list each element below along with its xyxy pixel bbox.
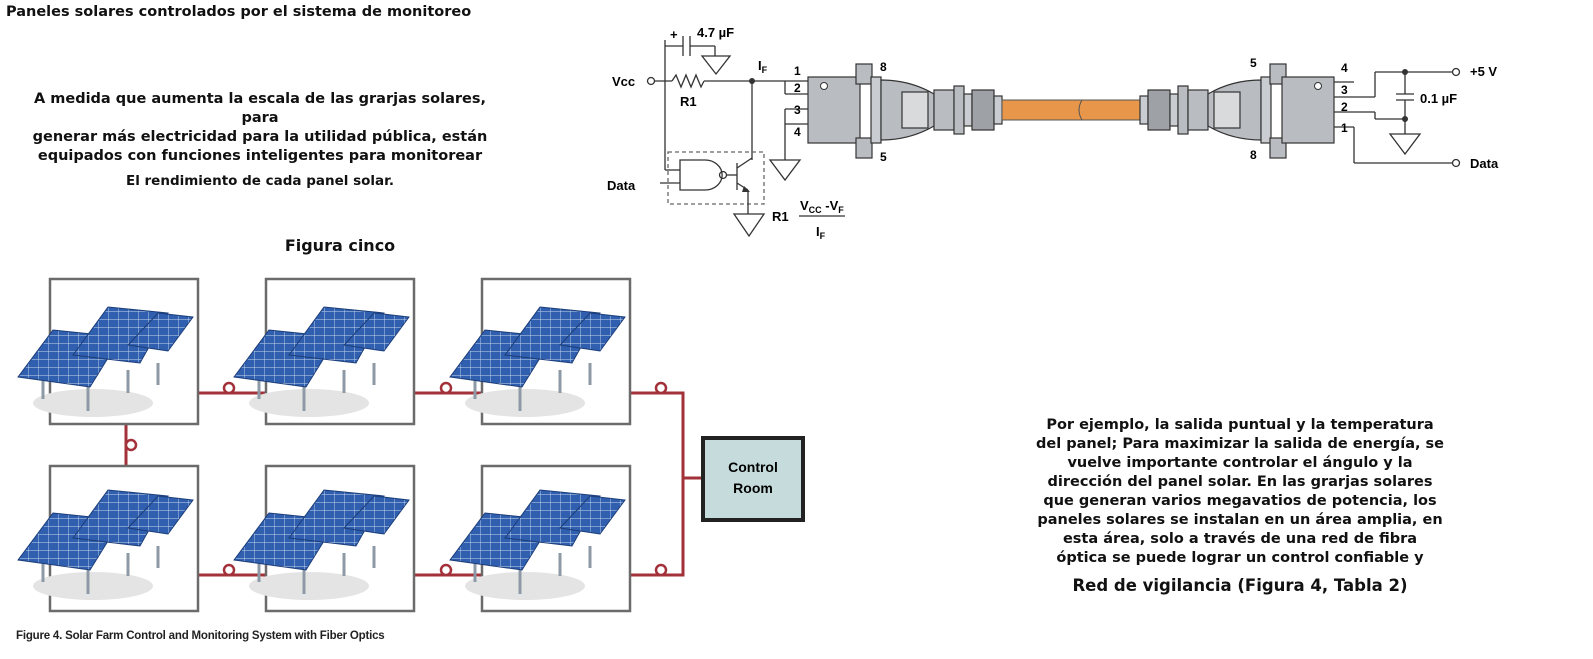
control-room-line: Control	[728, 459, 778, 475]
solar-array-icon	[16, 488, 195, 602]
formula-numerator: VCC -VF	[800, 198, 844, 215]
pin-label: 4	[794, 125, 801, 139]
intro-line: equipados con funciones inteligentes par…	[37, 148, 483, 164]
body-line: óptica se puede lograr un control confia…	[1056, 550, 1424, 566]
body-line: Por ejemplo, la salida puntual y la temp…	[1046, 417, 1434, 433]
r1-label: R1	[680, 94, 697, 109]
pin-label: 2	[1341, 100, 1348, 114]
body-paragraph: Por ejemplo, la salida puntual y la temp…	[1020, 416, 1460, 595]
body-line: del panel; Para maximizar la salida de e…	[1035, 436, 1445, 452]
pin-label: 1	[794, 64, 801, 78]
cap-label: 4.7 µF	[697, 25, 734, 40]
pin-label: 1	[1341, 121, 1348, 135]
pin-label: 3	[1341, 83, 1348, 97]
pin-label: 3	[794, 103, 801, 117]
pin-label: 2	[794, 81, 801, 95]
link-node-icon	[439, 563, 453, 577]
ground-icon	[732, 213, 766, 238]
intro-line: generar más electricidad para la utilida…	[32, 129, 488, 145]
body-line: vuelve importante controlar el ángulo y …	[1067, 455, 1413, 471]
link-node-icon	[654, 381, 668, 395]
vcc-label: Vcc	[612, 74, 635, 89]
control-room-box	[701, 436, 805, 522]
fiber-cable	[1078, 99, 1141, 121]
page-title: Paneles solares controlados por el siste…	[6, 4, 472, 20]
solar-array-icon	[232, 488, 411, 602]
link-node-icon	[439, 381, 453, 395]
pin-label: 4	[1341, 61, 1348, 75]
if-label: IF	[758, 58, 768, 75]
intro-line: A medida que aumenta la escala de las gr…	[33, 91, 486, 126]
cap-plus-label: +	[670, 27, 678, 42]
left-connector	[807, 63, 1003, 159]
vplus-label: +5 V	[1470, 64, 1497, 79]
body-line: esta área, solo a través de una red de f…	[1062, 531, 1418, 547]
r1-formula-label: R1	[772, 209, 789, 224]
pin-label: 8	[1250, 148, 1257, 162]
intro-line: El rendimiento de cada panel solar.	[125, 173, 395, 189]
data-right-label: Data	[1470, 156, 1499, 171]
right-connector	[1139, 63, 1335, 159]
intro-paragraph: A medida que aumenta la escala de las gr…	[20, 90, 500, 191]
body-line: paneles solares se instalan en un área a…	[1037, 512, 1443, 528]
figure-label: Figura cinco	[284, 236, 396, 255]
control-room-line: Room	[733, 480, 773, 496]
solar-array-icon	[232, 305, 411, 419]
body-line-last: Red de vigilancia (Figura 4, Tabla 2)	[1072, 576, 1408, 595]
ground-icon	[768, 159, 802, 182]
pin-label: 8	[880, 60, 887, 74]
pin-label: 5	[880, 150, 887, 164]
body-line: dirección del panel solar. En las grarja…	[1047, 474, 1433, 490]
link-node-icon	[124, 438, 138, 452]
link-node-icon	[222, 563, 236, 577]
link-node-icon	[654, 563, 668, 577]
formula-denominator: IF	[816, 224, 826, 241]
figure-caption: Figure 4. Solar Farm Control and Monitor…	[16, 630, 385, 642]
pin-label: 5	[1250, 56, 1257, 70]
ground-icon	[700, 55, 732, 76]
solar-array-icon	[448, 488, 627, 602]
solar-array-icon	[448, 305, 627, 419]
cap2-label: 0.1 µF	[1420, 91, 1457, 106]
link-node-icon	[222, 381, 236, 395]
body-line: que generan varios megavatios de potenci…	[1043, 493, 1437, 509]
solar-array-icon	[16, 305, 195, 419]
data-left-label: Data	[607, 178, 636, 193]
